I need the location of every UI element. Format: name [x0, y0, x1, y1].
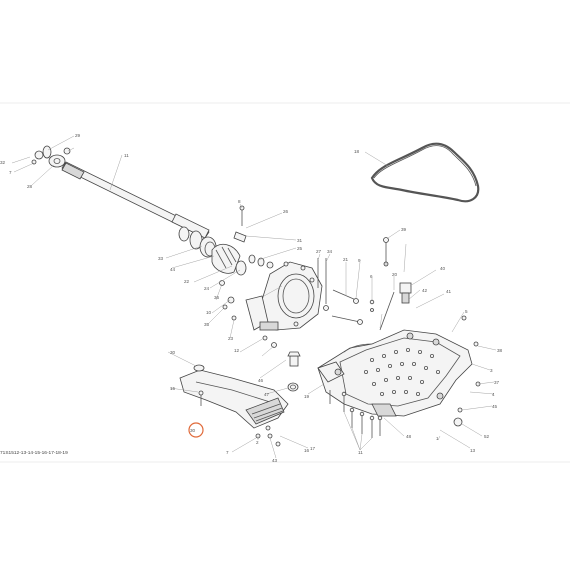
callout-41: 41: [446, 289, 452, 294]
callout-35: 35: [204, 322, 210, 327]
callout-37: 37: [494, 380, 500, 385]
callout-9: 9: [358, 258, 361, 263]
callout-33: 33: [158, 256, 164, 261]
pump-housing: [245, 261, 323, 331]
callout-20: 20: [392, 272, 398, 277]
callout-13: 13: [470, 448, 476, 453]
callout-28: 28: [27, 184, 33, 189]
callout-38: 38: [497, 348, 503, 353]
leader-lines: [11, 135, 497, 459]
frame-holes: [334, 332, 444, 400]
frame-bolts: [329, 315, 481, 438]
callout-30b: 30: [190, 428, 196, 433]
diagram-reference-code: 71S1512-13-14-15-16-17-18-19: [0, 450, 68, 456]
callout-27: 27: [316, 249, 322, 254]
callout-labels: 32 7 28 29 11 18 8 26 31 25 44 33 22 24 …: [0, 133, 503, 463]
ride-plate: [179, 364, 289, 447]
callout-29: 29: [75, 133, 81, 138]
callout-11b: 11: [358, 450, 363, 455]
callout-40: 40: [440, 266, 446, 271]
callout-5: 5: [465, 309, 468, 314]
callout-45: 45: [492, 404, 498, 409]
callout-42: 42: [422, 288, 428, 293]
callout-21: 21: [343, 257, 349, 262]
callout-16: 16: [304, 448, 310, 453]
bolts-center: [317, 258, 375, 325]
callout-31: 31: [297, 238, 303, 243]
callout-4: 4: [492, 392, 495, 397]
callout-39: 39: [401, 227, 407, 232]
highlight-circle: [188, 422, 204, 438]
callout-23: 23: [228, 336, 234, 341]
callout-26: 26: [283, 209, 289, 214]
callout-12: 12: [234, 348, 240, 353]
callout-46: 46: [258, 378, 264, 383]
callout-11: 11: [124, 153, 129, 158]
callout-22: 22: [184, 279, 190, 284]
callout-48: 48: [406, 434, 412, 439]
callout-15: 15: [170, 386, 176, 391]
callout-7b: 7: [226, 450, 229, 455]
callout-24: 24: [204, 286, 210, 291]
callout-34: 34: [327, 249, 333, 254]
callout-3: 3: [490, 368, 493, 373]
drive-shaft-assembly: [31, 145, 212, 251]
seal-ring: [370, 142, 480, 203]
callout-1: 1: [436, 436, 439, 441]
callout-8: 8: [238, 199, 241, 204]
fasteners-left: [219, 280, 277, 348]
callout-2: 2: [256, 440, 259, 445]
callout-10: 10: [206, 310, 212, 315]
callout-6: 6: [370, 274, 373, 279]
callout-43: 43: [272, 458, 278, 463]
drain-plugs: [287, 351, 301, 392]
boot-and-clamps: [199, 205, 274, 276]
callout-19: 19: [304, 394, 310, 399]
callout-18: 18: [354, 149, 360, 154]
sensor-parts: [379, 237, 412, 331]
main-frame: [317, 329, 473, 417]
callout-47: 47: [264, 392, 270, 397]
callout-36: 36: [214, 295, 220, 300]
callout-44: 44: [170, 267, 176, 272]
callout-32: 32: [0, 160, 6, 165]
callout-30: 30: [170, 350, 176, 355]
callout-52: 52: [484, 434, 490, 439]
callout-7: 7: [9, 170, 12, 175]
callout-25: 25: [297, 246, 303, 251]
callout-17: 17: [310, 446, 316, 451]
